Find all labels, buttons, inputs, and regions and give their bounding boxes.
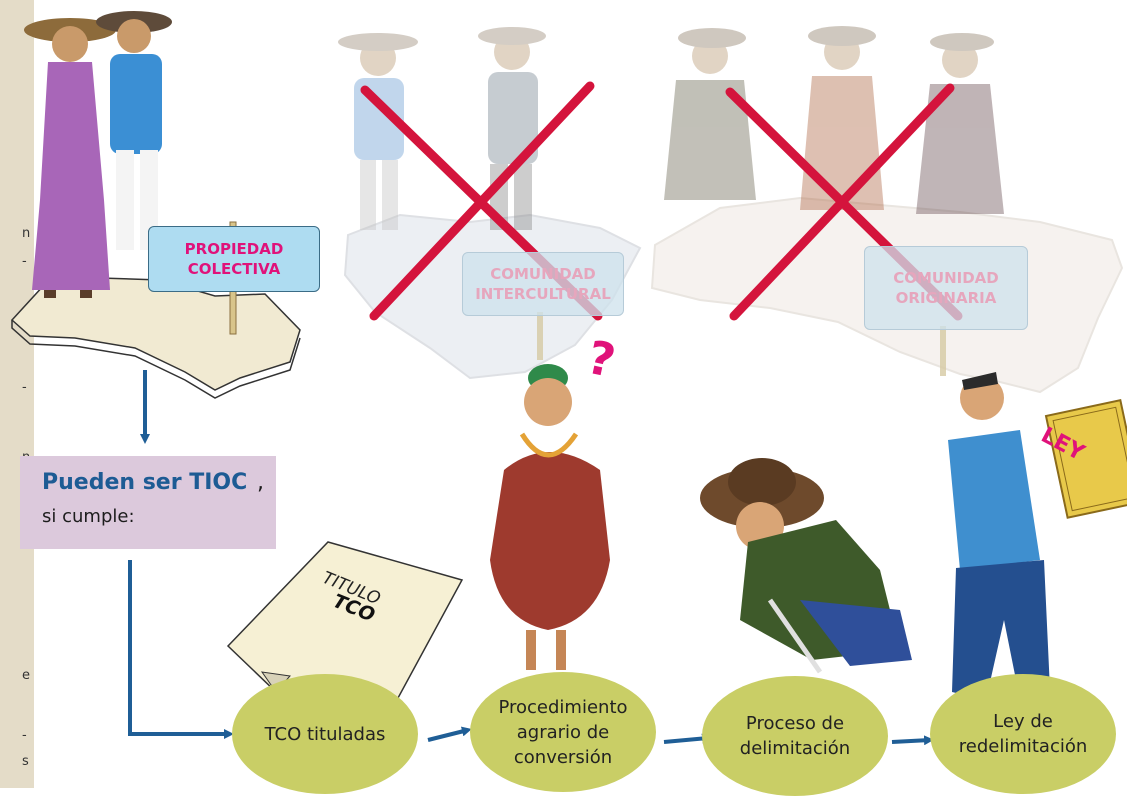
sign-line: COMUNIDAD xyxy=(893,269,999,287)
comunidad-intercultural-sign: COMUNIDAD INTERCULTURAL xyxy=(462,252,624,316)
edge-text-fragment: s xyxy=(22,754,29,769)
step-label-line: redelimitación xyxy=(958,736,1088,757)
process-step-proceso-delimitacion: Proceso de delimitación xyxy=(702,676,888,796)
step-label-line: delimitación xyxy=(739,738,851,759)
step-label-line: Procedimiento xyxy=(498,696,628,718)
surveying-man-figure xyxy=(700,458,912,674)
tioc-subtitle: si cumple: xyxy=(42,506,135,527)
process-step-tco-tituladas: TCO tituladas xyxy=(232,674,418,794)
indigenous-couple-figures xyxy=(24,11,172,298)
questioning-woman-figure xyxy=(490,364,610,670)
edge-text-fragment: - xyxy=(22,728,27,743)
tioc-result-box: Pueden ser TIOC , si cumple: xyxy=(20,456,276,549)
step-label-line: Proceso de xyxy=(745,713,845,734)
edge-text-fragment: - xyxy=(22,254,27,269)
collective-property-map xyxy=(10,277,301,399)
sign-line: COMUNIDAD xyxy=(490,265,596,283)
tioc-title: Pueden ser TIOC xyxy=(42,470,248,495)
tioc-comma: , xyxy=(257,470,264,495)
intercultural-sign-post xyxy=(537,312,543,360)
arrow-step-2-to-3 xyxy=(663,733,712,744)
edge-text-fragment: n xyxy=(22,226,31,241)
sign-line: ORIGINARIA xyxy=(895,289,997,307)
arrow-step-1-to-2 xyxy=(427,726,472,742)
step-label-line: Ley de xyxy=(993,711,1053,732)
intercultural-community-figures xyxy=(338,27,546,230)
step-label-line: TCO tituladas xyxy=(264,723,386,745)
flow-arrows xyxy=(128,370,934,746)
man-with-law-book-figure xyxy=(948,372,1127,700)
step-label-line: conversión xyxy=(513,746,613,768)
originaria-sign-post xyxy=(940,326,946,376)
originaria-community-figures xyxy=(664,26,1004,214)
edge-text-fragment: e xyxy=(22,668,30,683)
law-book-icon xyxy=(1044,399,1127,519)
arrow-to-tco-tituladas xyxy=(128,560,234,739)
left-margin-strip xyxy=(0,0,34,788)
arrow-step-3-to-4 xyxy=(891,735,934,746)
sign-line: PROPIEDAD xyxy=(184,240,284,258)
sign-line: INTERCULTURAL xyxy=(475,285,611,303)
process-step-procedimiento-agrario: Procedimiento agrario de conversión xyxy=(470,672,656,792)
edge-text-fragment: - xyxy=(22,380,27,395)
process-step-ley-redelimitacion: Ley de redelimitación xyxy=(930,674,1116,794)
sign-line: COLECTIVA xyxy=(187,260,281,278)
propiedad-colectiva-sign: PROPIEDAD COLECTIVA xyxy=(148,226,320,292)
step-label-line: agrario de xyxy=(516,721,610,743)
comunidad-originaria-sign: COMUNIDAD ORIGINARIA xyxy=(864,246,1028,330)
